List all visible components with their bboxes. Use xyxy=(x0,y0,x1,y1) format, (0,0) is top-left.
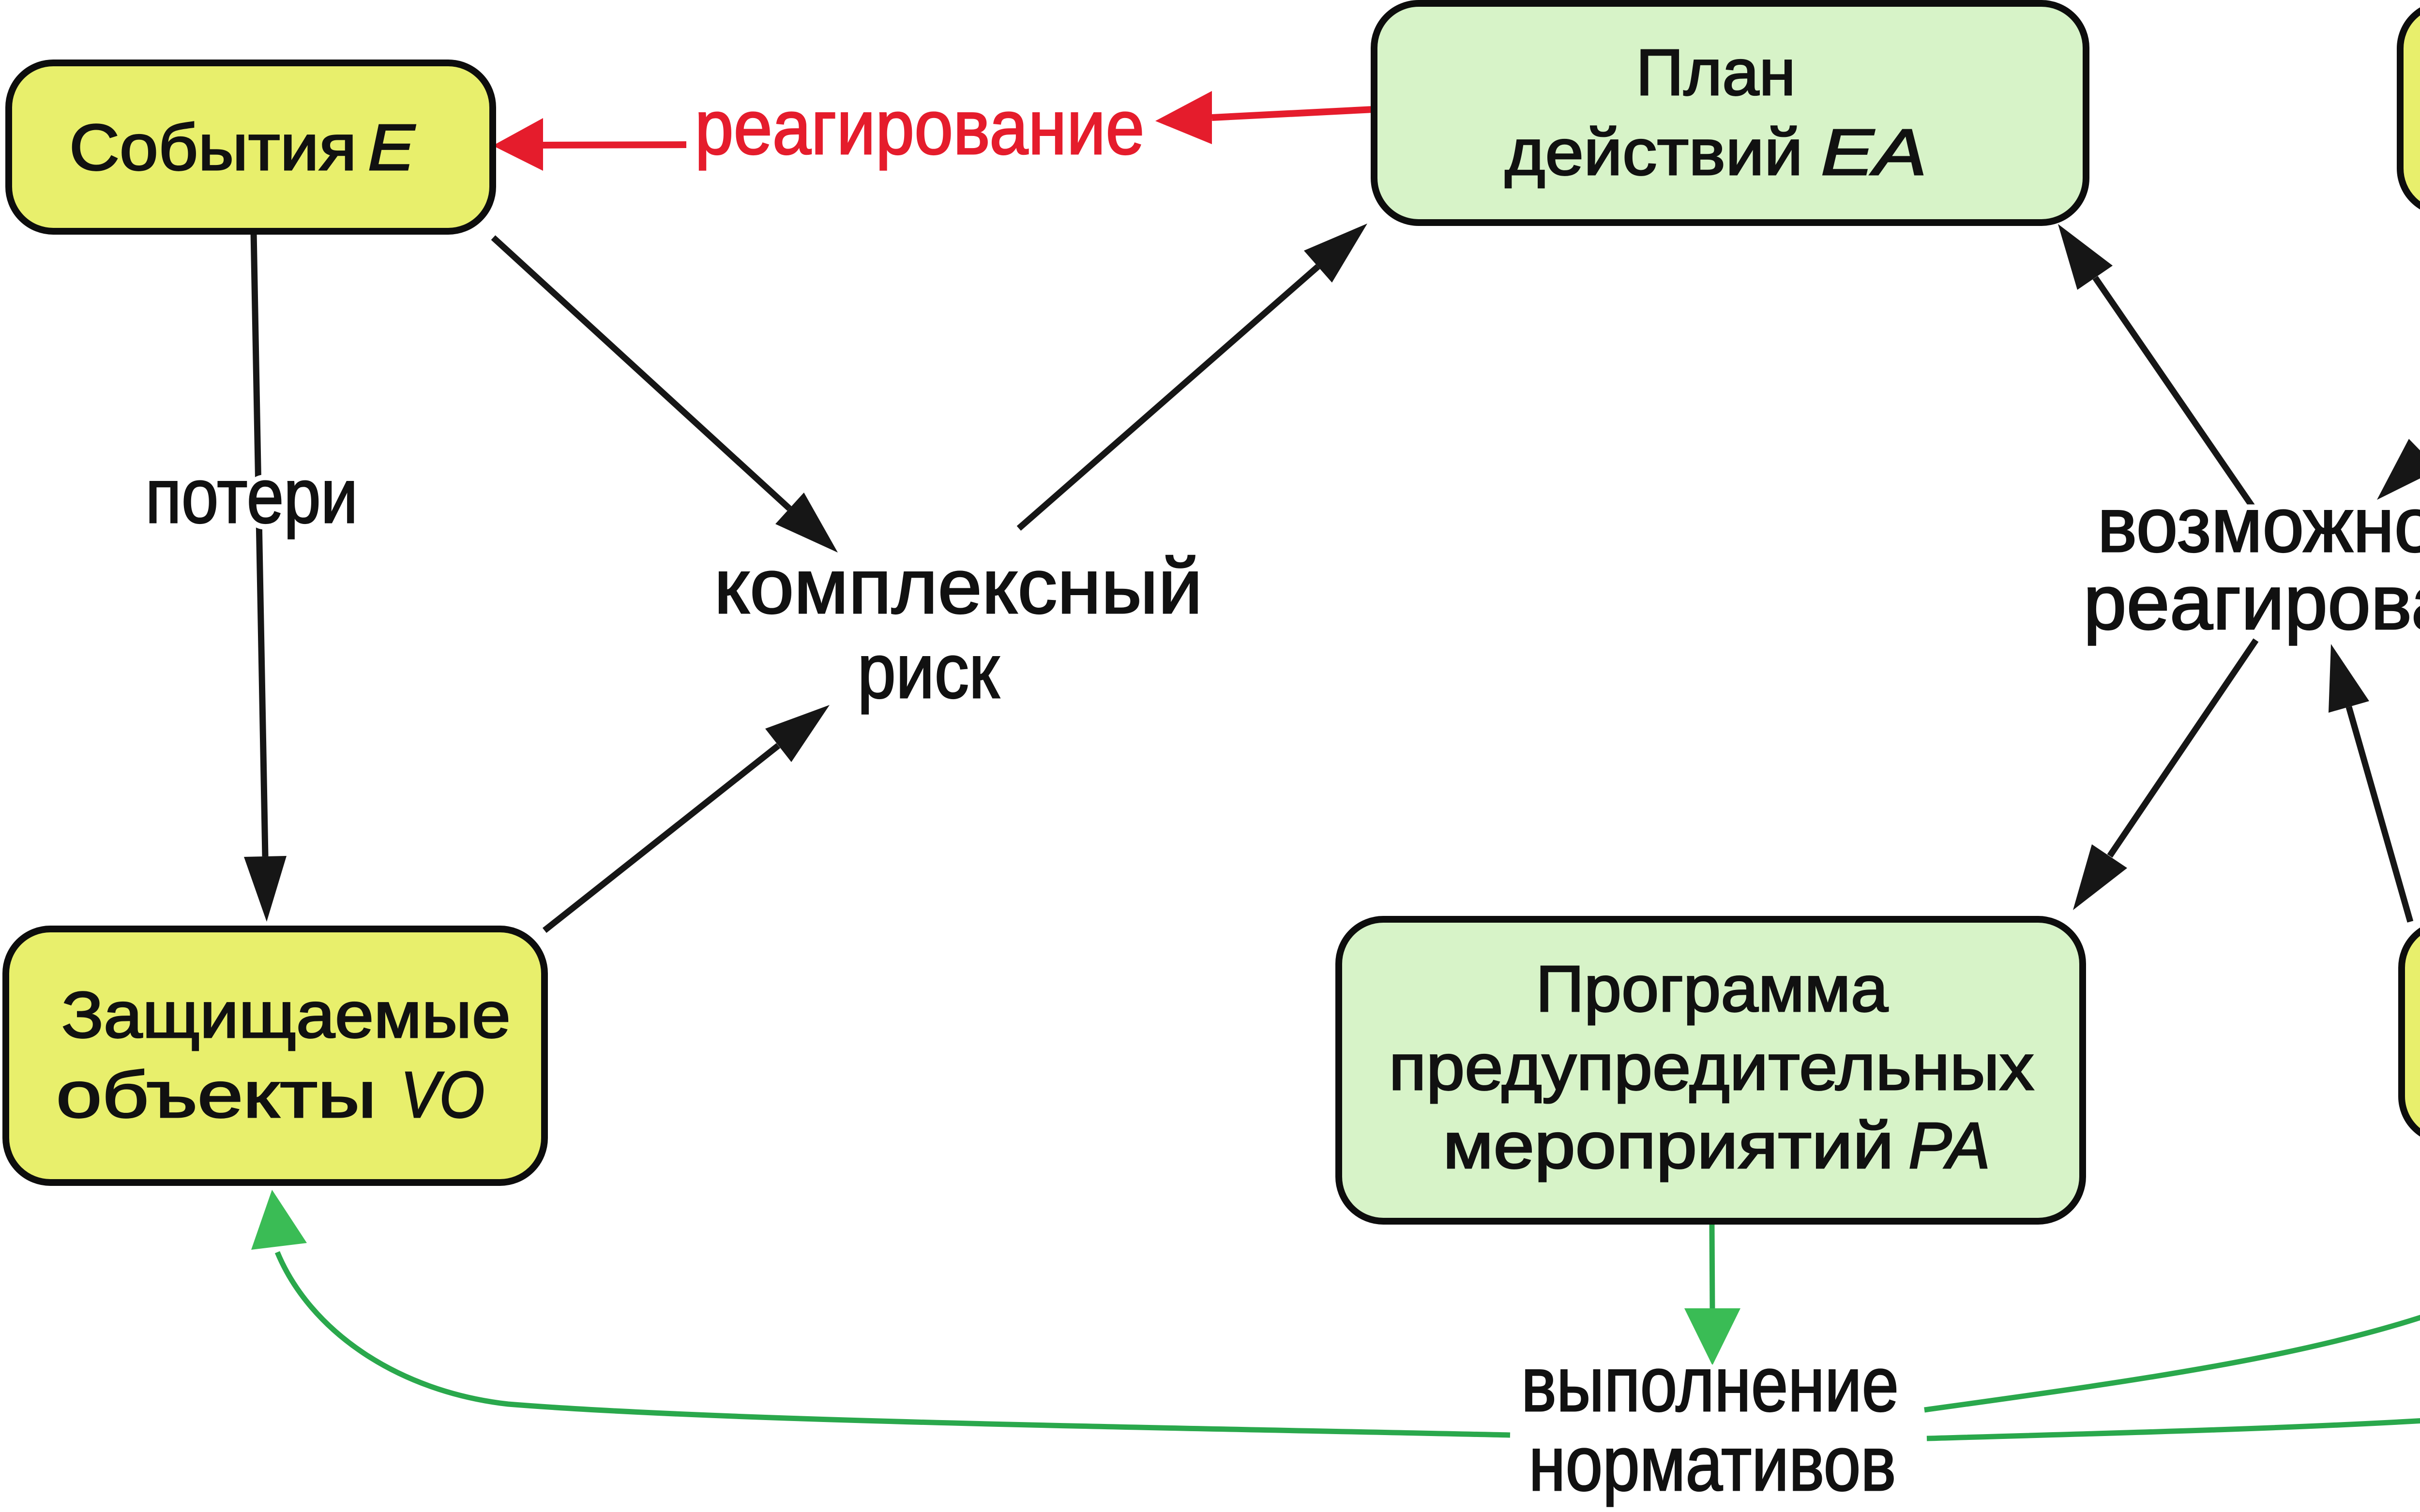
svg-text:нормативов: нормативов xyxy=(1529,1420,1896,1507)
svg-text:реагирования: реагирования xyxy=(2084,559,2420,645)
svg-text:риск: риск xyxy=(858,628,1000,714)
svg-text:Программа: Программа xyxy=(1536,952,1889,1025)
svg-text:реагирование: реагирование xyxy=(695,84,1145,170)
svg-text:потери: потери xyxy=(146,452,358,539)
svg-text:комплексный: комплексный xyxy=(714,543,1203,629)
svg-text:комплексный: комплексный xyxy=(714,543,1203,629)
svg-text:возможности: возможности xyxy=(2098,481,2420,568)
svg-text:Защищаемые: Защищаемые xyxy=(61,978,511,1051)
svg-text:нормативов: нормативов xyxy=(1529,1420,1896,1507)
svg-text:выполнение: выполнение xyxy=(1521,1341,1899,1427)
svg-text:предупредительных: предупредительных xyxy=(1389,1031,2034,1104)
svg-text:реагирования: реагирования xyxy=(2084,559,2420,645)
svg-text:PA: PA xyxy=(1908,1109,1990,1182)
svg-text:потери: потери xyxy=(146,452,358,539)
svg-text:События: События xyxy=(69,111,357,184)
svg-text:выполнение: выполнение xyxy=(1521,1341,1899,1427)
svg-text:объекты: объекты xyxy=(56,1058,377,1131)
svg-text:VO: VO xyxy=(401,1058,484,1131)
svg-text:EA: EA xyxy=(1821,116,1927,189)
svg-text:реагирование: реагирование xyxy=(695,84,1145,170)
svg-text:риск: риск xyxy=(858,628,1000,714)
svg-text:E: E xyxy=(368,111,416,184)
svg-text:План: План xyxy=(1636,36,1796,109)
svg-text:мероприятий: мероприятий xyxy=(1443,1109,1894,1182)
svg-text:возможности: возможности xyxy=(2098,481,2420,568)
svg-text:действий: действий xyxy=(1505,116,1803,189)
